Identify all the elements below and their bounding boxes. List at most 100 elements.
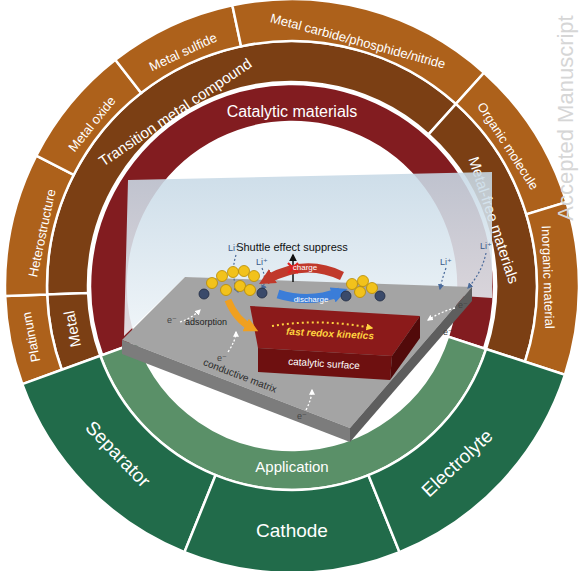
ion-label: Li⁺ (256, 258, 268, 267)
node-label: catalytic surface (288, 357, 360, 371)
node-label: Metal sulfide (147, 31, 219, 74)
sulfur-atom (239, 266, 250, 277)
watermark: Accepted Manuscript (555, 15, 577, 220)
sulfur-atom (228, 267, 239, 278)
ion-label: Li⁺ (480, 242, 492, 251)
lithium-atom (375, 291, 385, 301)
li-ion-path (468, 253, 486, 288)
block-cross (288, 263, 298, 273)
electron-label: e⁻ (217, 354, 227, 363)
node-shape (90, 84, 494, 355)
back-plane (124, 172, 492, 336)
node-label: Cathode (256, 521, 328, 540)
lithium-atom (257, 288, 267, 298)
node-shape (258, 348, 392, 380)
electron-path (306, 390, 312, 410)
node-shape (232, 0, 484, 104)
suppress-arrow (292, 255, 294, 282)
electron-label: e⁻ (297, 412, 307, 421)
node-label: Metal (61, 309, 83, 348)
sulfur-atom (358, 276, 369, 287)
ion-label: Li⁺ (440, 258, 452, 267)
node-shape (390, 316, 420, 380)
sulfur-atom (217, 271, 228, 282)
node-shape (525, 202, 579, 375)
node-shape (100, 337, 486, 490)
sulfur-atom (367, 283, 378, 294)
node-label: Application (255, 459, 328, 474)
li-ion-path (262, 268, 265, 290)
node-shape (429, 104, 538, 362)
adsorption-arrow (228, 300, 252, 328)
discharge-arrow (278, 292, 340, 299)
annotation: Shuttle effect suppress (236, 242, 348, 253)
node-shape (122, 277, 472, 428)
electron-label: e⁻ (443, 328, 453, 337)
block-cross (288, 263, 298, 273)
node-label: Metal-free materials (466, 155, 521, 286)
polysulfide-molecule (207, 266, 260, 296)
sulfur-atom (347, 279, 358, 290)
sulfur-atom (221, 285, 232, 296)
arrow-label: adsorption (185, 318, 227, 327)
electron-path (180, 310, 200, 322)
sulfur-atom (235, 281, 246, 292)
electron-path (428, 308, 455, 320)
node-shape (122, 340, 350, 442)
node-label: conductive matrix (202, 357, 278, 394)
node-shape (5, 295, 62, 385)
sulfur-atom (245, 285, 256, 296)
node-label: fast redox kinetics (286, 327, 374, 342)
ion-label: Li⁺ (228, 244, 240, 253)
charge-arrow (266, 268, 342, 280)
sulfur-atom (249, 271, 260, 282)
conductive-slab: conductive matrix fast redox kinetics cata… (118, 270, 478, 448)
node-shape (47, 41, 456, 295)
lithium-atom (341, 291, 351, 301)
node-shape (115, 5, 241, 93)
electron-label: e⁻ (167, 316, 177, 325)
node-label: Organic molecule (475, 100, 541, 192)
catalytic-band: fast redox kinetics catalytic surface (245, 300, 425, 385)
node-shape (36, 60, 141, 175)
sulfur-atom (355, 287, 366, 298)
node-label: Metal carbide/phosphide/nitride (269, 11, 447, 70)
arrow-label: charge (293, 264, 317, 272)
node-shape (350, 287, 472, 442)
node-shape (456, 73, 567, 215)
node-label: Platinum (20, 311, 42, 363)
node-label: Catalytic materials (227, 104, 358, 120)
node-label: Electrolyte (418, 426, 496, 500)
node-outline (245, 300, 425, 385)
node-label: Heterostructure (26, 188, 57, 278)
